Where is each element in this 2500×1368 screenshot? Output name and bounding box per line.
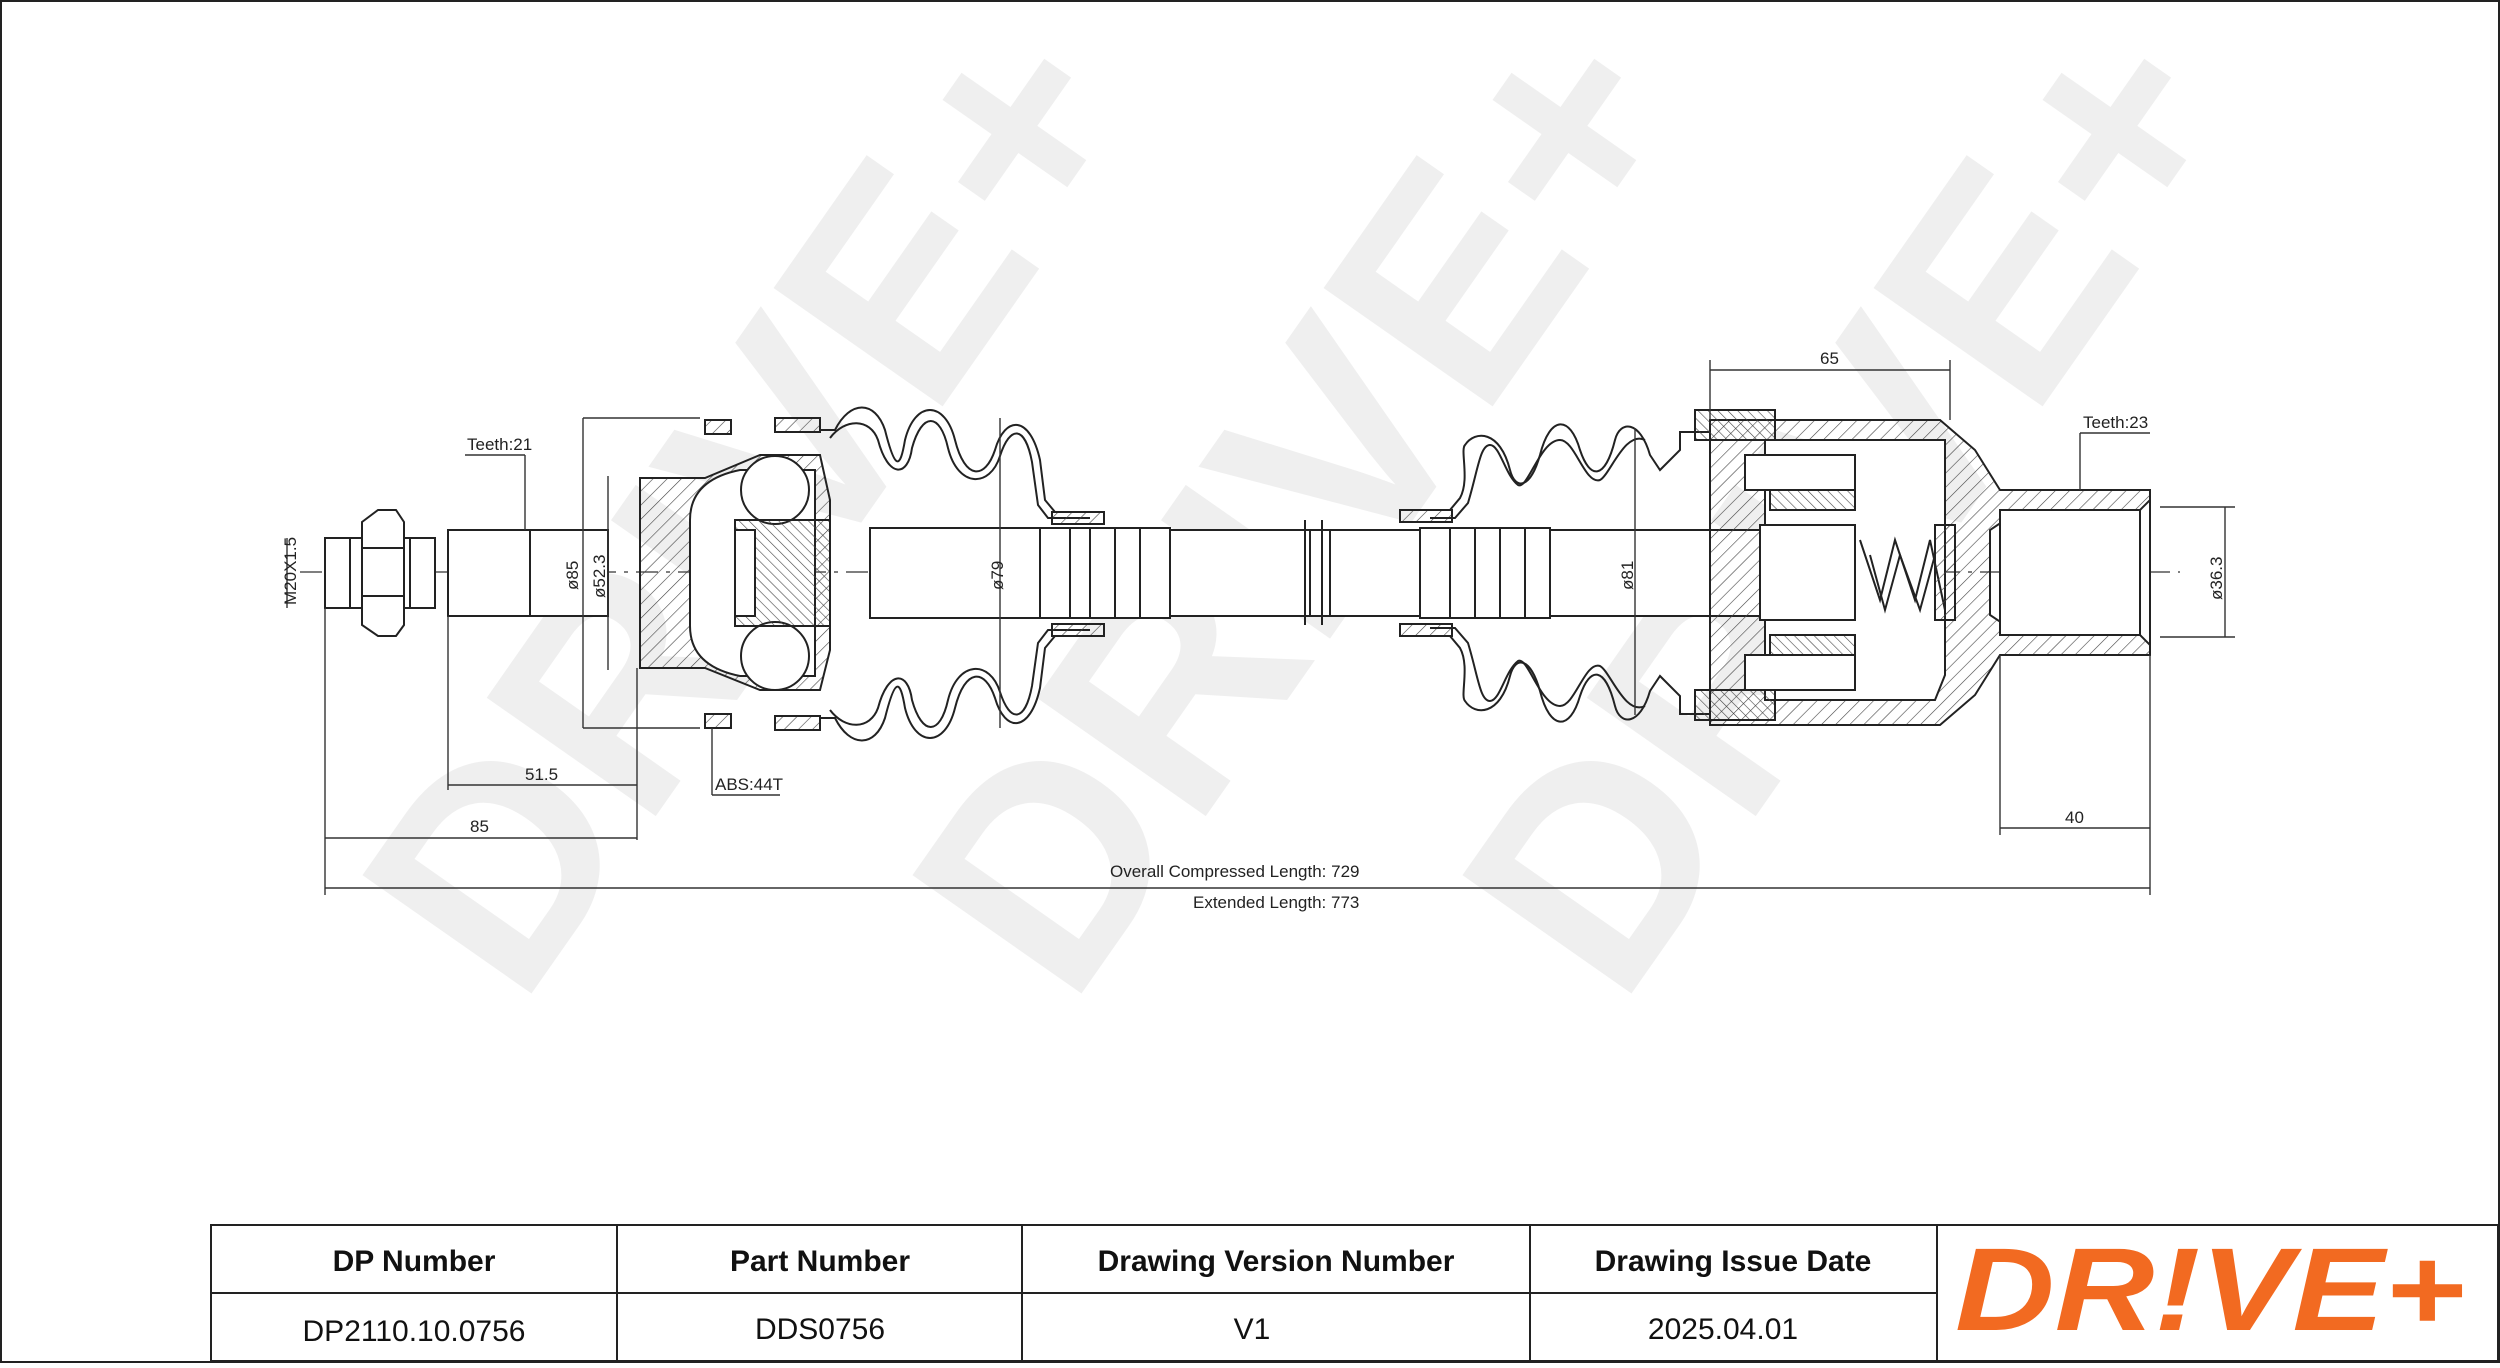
dia-52-label: ø52.3 bbox=[590, 555, 609, 598]
cv-ball-top bbox=[740, 455, 810, 525]
dia-36-label: ø36.3 bbox=[2207, 557, 2226, 600]
inner-boot bbox=[1399, 423, 1710, 723]
dim-85-label: 85 bbox=[470, 817, 489, 836]
axle-nut bbox=[361, 509, 405, 637]
teeth-left-label: Teeth:21 bbox=[467, 435, 532, 454]
version-header: Drawing Version Number bbox=[1098, 1245, 1455, 1278]
issue-date-value: 2025.04.01 bbox=[1648, 1313, 1798, 1346]
abs-ring-top bbox=[704, 419, 732, 435]
tripod-spider bbox=[1759, 524, 1856, 621]
dim-40-label: 40 bbox=[2065, 808, 2084, 827]
extended-length-label: Extended Length: 773 bbox=[1193, 893, 1359, 912]
part-number-value: DDS0756 bbox=[755, 1313, 885, 1346]
version-value: V1 bbox=[1234, 1313, 1271, 1346]
inner-stub-shaft bbox=[1999, 509, 2141, 636]
thread-label: M20X1.5 bbox=[281, 537, 300, 605]
outer-boot bbox=[820, 406, 1105, 742]
part-number-header: Part Number bbox=[730, 1245, 910, 1278]
outer-spline bbox=[447, 529, 609, 617]
dia-85-label: ø85 bbox=[563, 561, 582, 590]
drive-logo-text: DR!VE+ bbox=[1955, 1224, 2465, 1356]
issue-date-header: Drawing Issue Date bbox=[1595, 1245, 1872, 1278]
dim-51-5-label: 51.5 bbox=[525, 765, 558, 784]
abs-label: ABS:44T bbox=[715, 775, 783, 794]
housing-clamp-bottom bbox=[1694, 689, 1776, 721]
overall-length-label: Overall Compressed Length: 729 bbox=[1110, 862, 1359, 881]
housing-clamp-top bbox=[1694, 409, 1776, 441]
title-block: DP Number Part Number Drawing Version Nu… bbox=[210, 1224, 2499, 1362]
dimension-labels: Teeth:21 Teeth:23 M20X1.5 ø85 ø52.3 ø79 … bbox=[281, 349, 2226, 912]
dia-79-label: ø79 bbox=[988, 561, 1007, 590]
dim-65-label: 65 bbox=[1820, 349, 1839, 368]
abs-ring-bottom bbox=[704, 713, 732, 729]
inner-tripod-joint bbox=[1694, 409, 2151, 726]
teeth-right-label: Teeth:23 bbox=[2083, 413, 2148, 432]
dp-number-value: DP2110.10.0756 bbox=[303, 1315, 526, 1348]
dimension-lines bbox=[286, 360, 2235, 895]
drive-logo: DR!VE+ bbox=[1955, 1224, 2465, 1356]
cv-ball-bottom bbox=[740, 621, 810, 691]
dia-81-label: ø81 bbox=[1618, 561, 1637, 590]
outer-cv-joint bbox=[324, 417, 831, 731]
dp-number-header: DP Number bbox=[333, 1245, 496, 1278]
